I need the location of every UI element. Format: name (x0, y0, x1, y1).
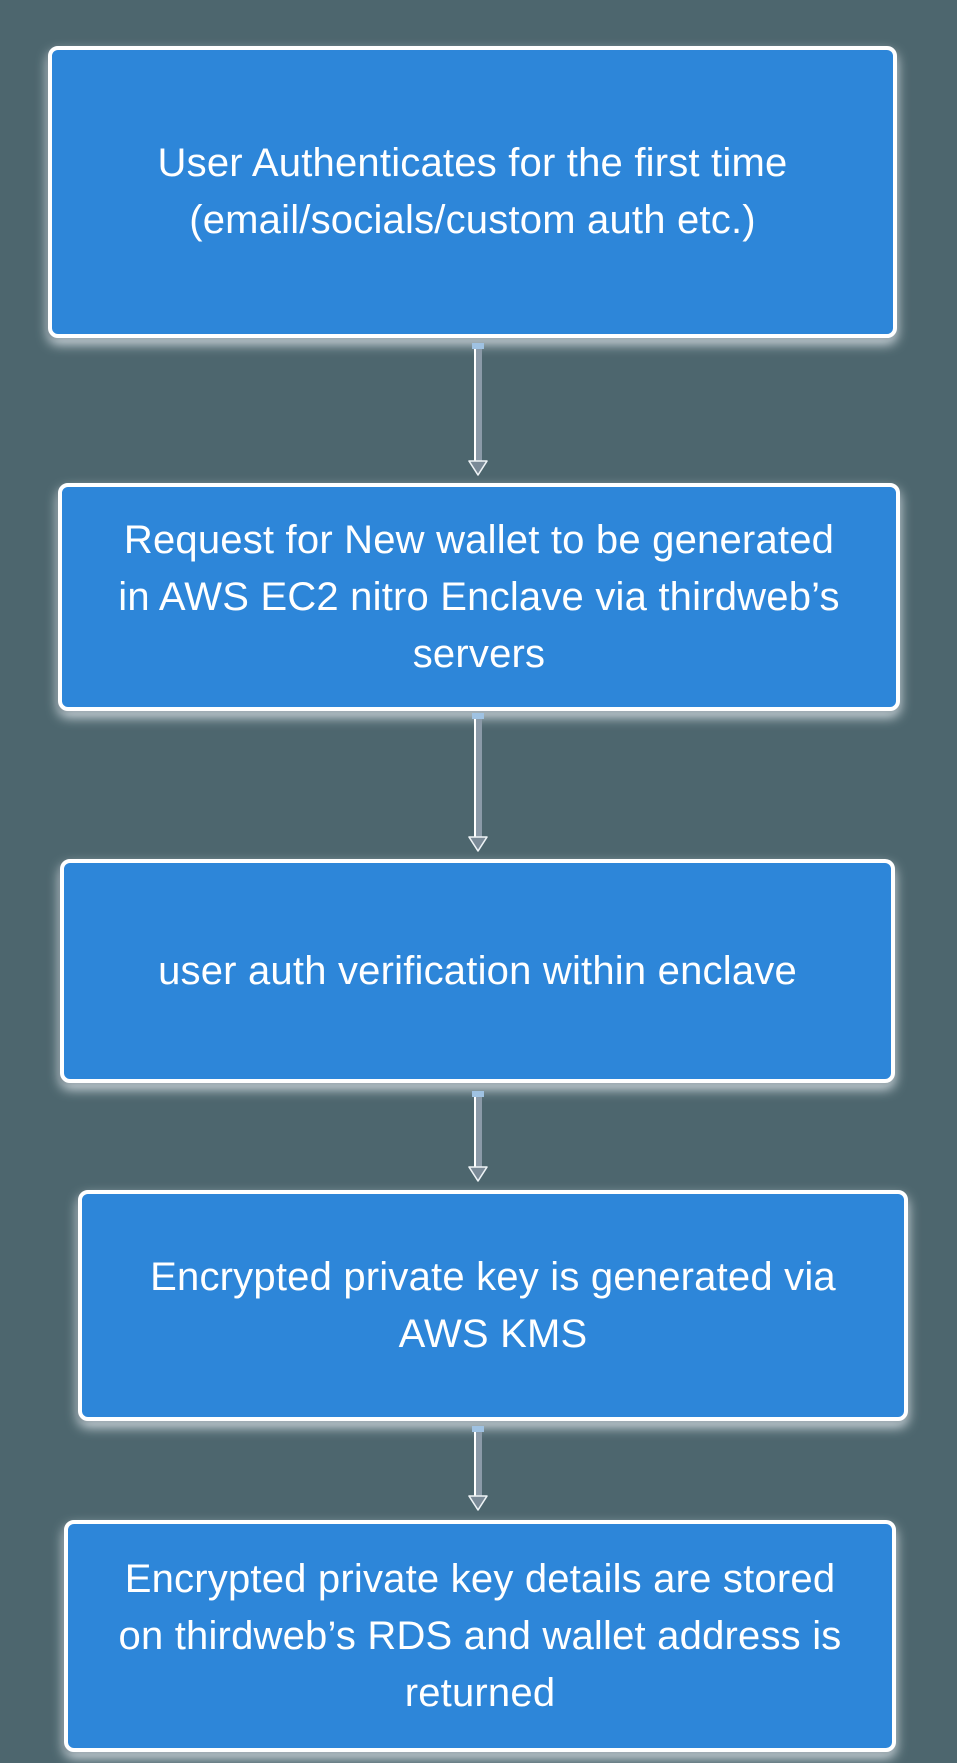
arrow-shaft (474, 1432, 482, 1496)
arrow-anchor (472, 1091, 484, 1097)
arrow-shaft (474, 349, 482, 461)
arrow-shaft (474, 1097, 482, 1167)
arrow-anchor (472, 1426, 484, 1432)
arrow-shaft (474, 719, 482, 837)
flow-arrow-user-auth-verification-to-encrypted-key-generated (467, 1091, 489, 1187)
arrow-anchor (472, 343, 484, 349)
flow-node-request-new-wallet: Request for New wallet to be generated i… (58, 483, 900, 711)
flow-node-label-user-auth-verification: user auth verification within enclave (158, 948, 797, 993)
arrow-down-icon (467, 460, 489, 481)
arrow-down-icon (467, 836, 489, 857)
flow-node-user-authenticates: User Authenticates for the first time (e… (48, 46, 897, 338)
arrow-anchor (472, 713, 484, 719)
flow-node-label-request-new-wallet: Request for New wallet to be generated i… (118, 517, 840, 676)
flow-arrow-user-authenticates-to-request-new-wallet (467, 343, 489, 481)
flow-node-label-encrypted-key-stored: Encrypted private key details are stored… (118, 1556, 842, 1715)
flow-arrow-request-new-wallet-to-user-auth-verification (467, 713, 489, 857)
flow-node-user-auth-verification: user auth verification within enclave (60, 859, 895, 1083)
flow-node-label-encrypted-key-generated: Encrypted private key is generated via A… (150, 1254, 836, 1356)
flow-node-encrypted-key-generated: Encrypted private key is generated via A… (78, 1190, 908, 1421)
flow-node-label-user-authenticates: User Authenticates for the first time (e… (157, 141, 788, 242)
flow-arrow-encrypted-key-generated-to-encrypted-key-stored (467, 1426, 489, 1516)
arrow-down-icon (467, 1495, 489, 1516)
flow-node-encrypted-key-stored: Encrypted private key details are stored… (64, 1520, 896, 1752)
arrow-down-icon (467, 1166, 489, 1187)
